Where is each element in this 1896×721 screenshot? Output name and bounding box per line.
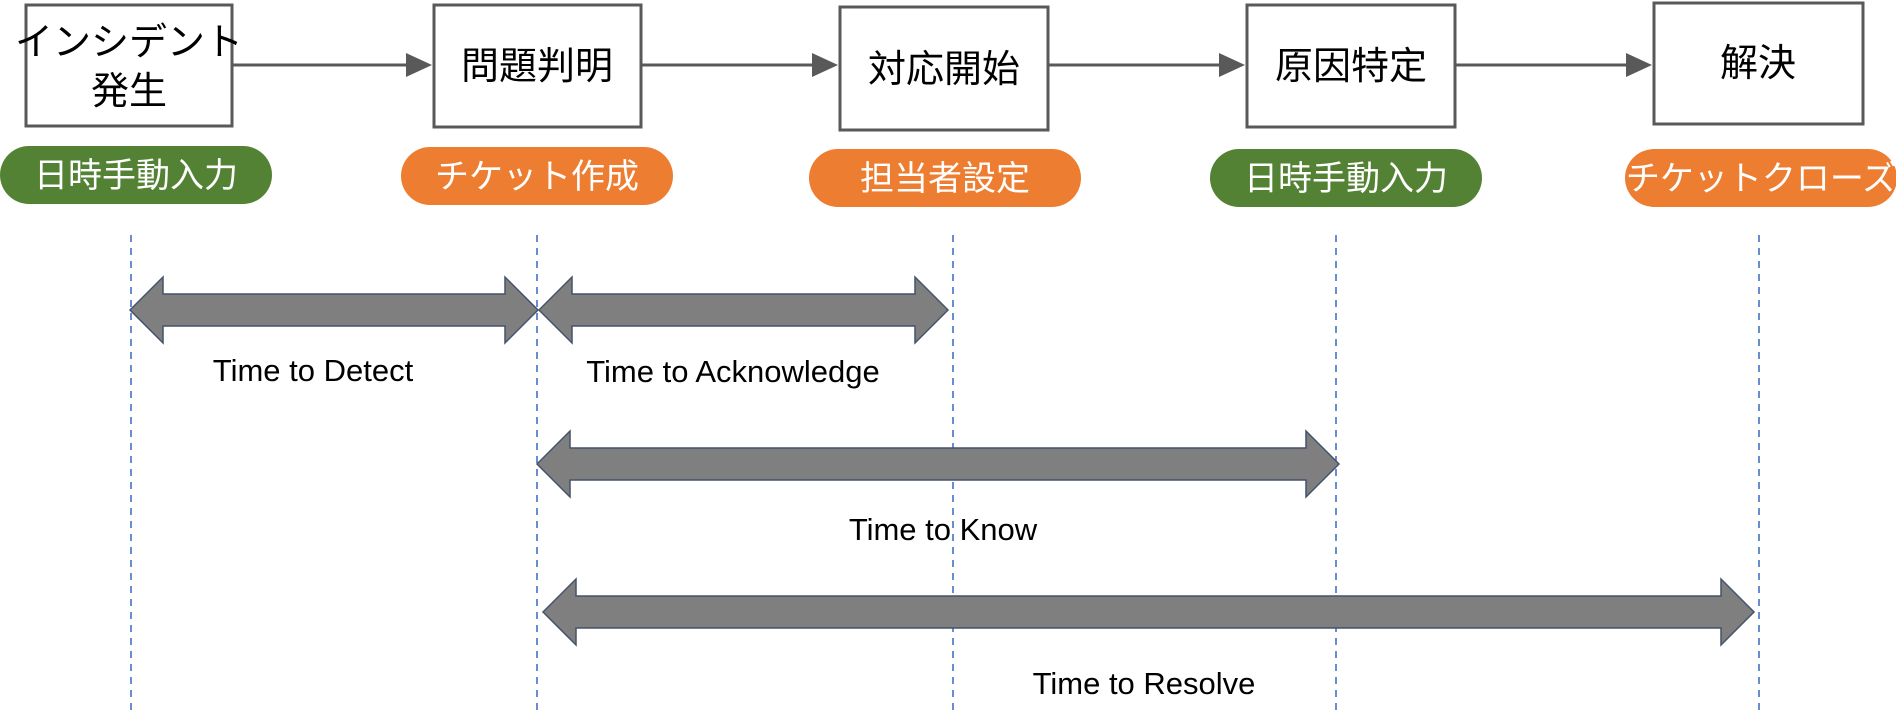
tag-manual-datetime: 日時手動入力 <box>0 146 272 204</box>
metric-label: Time to Resolve <box>1033 666 1256 701</box>
stage-incident-occurrence: インシデント 発生 <box>15 3 243 128</box>
double-arrow <box>541 577 1756 647</box>
stage-label: 原因特定 <box>1275 44 1427 88</box>
stage-label: 解決 <box>1720 41 1796 85</box>
flow-arrow-1 <box>233 53 432 77</box>
metric-label: Time to Acknowledge <box>586 354 880 389</box>
metric-time-to-resolve: Time to Resolve <box>541 577 1756 701</box>
tag-assignee-set: 担当者設定 <box>809 149 1081 207</box>
tag-label: チケット作成 <box>435 157 639 197</box>
stage-label: 対応開始 <box>868 47 1020 91</box>
stage-box <box>24 3 234 128</box>
stage-box <box>838 5 1050 132</box>
double-arrow <box>128 275 540 345</box>
tag-label: 担当者設定 <box>860 159 1030 199</box>
stage-response-start: 対応開始 <box>838 5 1050 132</box>
tag-label: 日時手動入力 <box>1244 159 1448 199</box>
tag-pill <box>401 147 673 205</box>
double-arrow <box>537 275 950 345</box>
metric-label: Time to Detect <box>213 353 414 388</box>
tag-ticket-closed: チケットクローズ <box>1625 149 1896 207</box>
stage-problem-identified: 問題判明 <box>432 3 643 129</box>
tag-label: 日時手動入力 <box>34 156 238 196</box>
tag-pill <box>809 149 1081 207</box>
flow-arrow-3 <box>1048 53 1245 77</box>
metric-time-to-know: Time to Know <box>535 429 1341 547</box>
tag-pill <box>0 146 272 204</box>
stage-resolved: 解決 <box>1652 1 1865 126</box>
stage-label: 問題判明 <box>461 44 613 88</box>
stage-label-line-1: インシデント <box>15 20 243 64</box>
double-arrow <box>535 429 1341 499</box>
tag-pill <box>1210 149 1482 207</box>
metric-label: Time to Know <box>849 512 1038 547</box>
tag-pill <box>1625 149 1896 207</box>
stage-box <box>1652 1 1865 126</box>
stage-box <box>432 3 643 129</box>
flow-arrow-4 <box>1455 53 1652 77</box>
stage-label-line-2: 発生 <box>91 69 167 113</box>
tag-manual-datetime-2: 日時手動入力 <box>1210 149 1482 207</box>
metric-time-to-detect: Time to Detect <box>128 275 540 388</box>
metric-time-to-acknowledge: Time to Acknowledge <box>537 275 950 389</box>
tag-ticket-created: チケット作成 <box>401 147 673 205</box>
tag-label: チケットクローズ <box>1626 159 1896 199</box>
stage-cause-identified: 原因特定 <box>1245 3 1457 129</box>
flow-arrow-2 <box>641 53 838 77</box>
